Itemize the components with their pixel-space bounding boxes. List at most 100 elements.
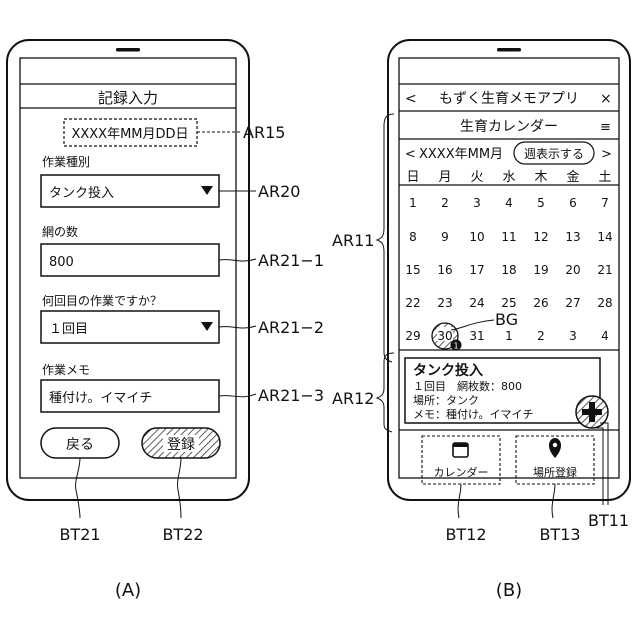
calendar-day[interactable]: 12 — [533, 230, 548, 244]
calendar-day[interactable]: 3 — [473, 196, 481, 210]
phone-a: 記録入力 XXXX年MM月DD日 作業種別 タンク投入 網の数 800 何回目の… — [7, 40, 249, 500]
calendar-day[interactable]: 13 — [565, 230, 580, 244]
calendar-nav-label: カレンダー — [434, 465, 489, 479]
leader-bt21 — [76, 458, 80, 518]
calendar-day[interactable]: 16 — [437, 263, 452, 277]
record-count-badge-label: 1 — [453, 342, 458, 351]
weekday-label: 土 — [598, 170, 611, 185]
month-next-button[interactable]: > — [601, 147, 612, 162]
work-memo-value: 種付け。イマイチ — [49, 390, 152, 406]
calendar-day[interactable]: 4 — [505, 196, 513, 210]
calendar-day[interactable]: 9 — [441, 230, 449, 244]
brace-ar12 — [377, 353, 394, 432]
record-detail-line3: メモ：種付け。イマイチ — [413, 407, 533, 421]
calendar-day[interactable]: 25 — [501, 296, 516, 310]
record-input-title: 記録入力 — [98, 89, 158, 107]
app-back-icon[interactable]: < — [405, 91, 417, 107]
work-memo-label: 作業メモ — [42, 363, 90, 377]
leader-ar21-2 — [219, 326, 256, 328]
label-bg: BG — [495, 310, 518, 329]
leader-bt11-a — [600, 423, 608, 505]
calendar-day[interactable]: 7 — [601, 196, 609, 210]
calendar-day[interactable]: 28 — [597, 296, 612, 310]
register-button-label: 登録 — [167, 437, 195, 453]
calendar-day[interactable]: 21 — [597, 263, 612, 277]
label-ar15: AR15 — [243, 123, 285, 142]
calendar-day[interactable]: 19 — [533, 263, 548, 277]
calendar-day[interactable]: 26 — [533, 296, 548, 310]
calendar-day[interactable]: 3 — [569, 329, 577, 343]
calendar-day[interactable]: 2 — [441, 196, 449, 210]
hamburger-menu-icon[interactable]: ≡ — [600, 120, 611, 135]
calendar-day[interactable]: 22 — [405, 296, 420, 310]
work-type-label: 作業種別 — [42, 155, 90, 169]
calendar-day[interactable]: 1 — [409, 196, 417, 210]
calendar-day[interactable]: 2 — [537, 329, 545, 343]
calendar-day[interactable]: 29 — [405, 329, 420, 343]
close-icon[interactable]: × — [600, 91, 612, 107]
calendar-day[interactable]: 14 — [597, 230, 612, 244]
calendar-day[interactable]: 5 — [537, 196, 545, 210]
calendar-day[interactable]: 10 — [469, 230, 484, 244]
calendar-day[interactable]: 27 — [565, 296, 580, 310]
label-bt11: BT11 — [588, 511, 629, 530]
label-ar12: AR12 — [332, 389, 374, 408]
leader-ar21-1 — [219, 259, 256, 261]
weekday-label: 日 — [406, 170, 419, 185]
record-detail-line2: 場所：タンク — [413, 394, 479, 407]
weekday-label: 木 — [534, 170, 547, 185]
calendar-day[interactable]: 8 — [409, 230, 417, 244]
calendar-day[interactable]: 15 — [405, 263, 420, 277]
leader-bt11-b — [596, 428, 603, 505]
label-ar21-3: AR21−3 — [258, 386, 324, 405]
month-label: XXXX年MM月 — [419, 147, 503, 162]
phone-b: < もずく生育メモアプリ × 生育カレンダー ≡ < XXXX年MM月 週表示す… — [388, 40, 630, 500]
calendar-day[interactable]: 24 — [469, 296, 484, 310]
calendar-day[interactable]: 11 — [501, 230, 516, 244]
week-view-button-label: 週表示する — [524, 147, 584, 161]
date-field-value: XXXX年MM月DD日 — [71, 127, 188, 142]
label-ar21-1: AR21−1 — [258, 251, 324, 270]
calendar-day[interactable]: 20 — [565, 263, 580, 277]
back-button-label: 戻る — [66, 437, 94, 453]
weekday-label: 水 — [502, 170, 515, 185]
weekday-label: 火 — [470, 170, 483, 185]
calendar-day[interactable]: 1 — [505, 329, 513, 343]
calendar-icon — [453, 443, 468, 457]
net-count-label: 網の数 — [42, 224, 78, 239]
phone-a-speaker — [116, 48, 140, 52]
calendar-day[interactable]: 18 — [501, 263, 516, 277]
calendar-title: 生育カレンダー — [460, 119, 558, 135]
leader-bt22 — [178, 458, 181, 518]
label-bt13: BT13 — [539, 525, 580, 544]
work-type-value: タンク投入 — [49, 185, 114, 201]
app-title: もずく生育メモアプリ — [439, 91, 579, 107]
calendar-day[interactable]: 6 — [569, 196, 577, 210]
label-ar11: AR11 — [332, 231, 374, 250]
record-detail-line1: １回目 網枚数：800 — [413, 379, 522, 393]
calendar-day[interactable]: 17 — [469, 263, 484, 277]
brace-ar11 — [377, 114, 394, 362]
weekday-label: 月 — [438, 170, 451, 185]
weekday-label: 金 — [566, 169, 579, 185]
caption-a: (A) — [115, 580, 141, 601]
map-pin-icon — [549, 438, 561, 458]
label-bt22: BT22 — [162, 525, 203, 544]
label-bt21: BT21 — [59, 525, 100, 544]
leader-ar21-3 — [219, 394, 256, 397]
work-round-value: １回目 — [49, 322, 88, 337]
record-detail-title: タンク投入 — [413, 363, 483, 379]
calendar-day[interactable]: 23 — [437, 296, 452, 310]
phone-b-speaker — [497, 48, 521, 52]
selected-calendar-day[interactable]: 30 — [437, 329, 452, 343]
weekday-header: 日月火水木金土 — [406, 169, 611, 185]
location-register-label: 場所登録 — [533, 465, 577, 479]
label-ar20: AR20 — [258, 182, 300, 201]
calendar-day[interactable]: 31 — [469, 329, 484, 343]
calendar-day[interactable]: 4 — [601, 329, 609, 343]
label-ar21-2: AR21−2 — [258, 318, 324, 337]
month-prev-button[interactable]: < — [405, 147, 416, 162]
label-bt12: BT12 — [445, 525, 486, 544]
caption-b: (B) — [496, 580, 522, 601]
